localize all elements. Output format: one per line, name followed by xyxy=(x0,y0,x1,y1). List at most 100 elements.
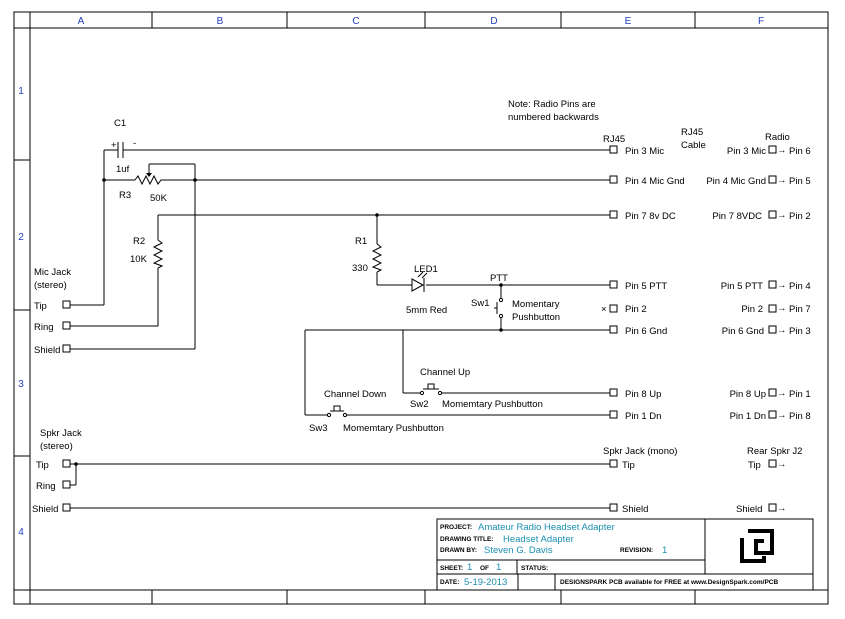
zone-row-3: 3 xyxy=(18,379,24,390)
spkr-jack-tip: Tip xyxy=(36,460,49,471)
mic-jack: Mic Jack (stereo) Tip Ring Shield xyxy=(34,267,71,356)
designspark-logo xyxy=(740,529,774,563)
rj45-pin1: Pin 1 Dn xyxy=(625,411,661,422)
radio-pin-for-6: Pin 3 xyxy=(789,326,811,337)
cable-pin4: Pin 4 Mic Gnd xyxy=(706,176,766,187)
rj45-pin6: Pin 6 Gnd xyxy=(625,326,667,337)
cable-pin8: Pin 8 Up xyxy=(730,389,766,400)
arrow-glyph: → xyxy=(777,145,787,156)
date-label: DATE: xyxy=(440,579,459,586)
spkr-mono-shield: Shield xyxy=(622,504,648,515)
spkr-jack-ring: Ring xyxy=(36,481,56,492)
c1-plus: + xyxy=(111,140,117,151)
arrow-glyph: → xyxy=(777,388,787,399)
cable-header-2: Cable xyxy=(681,140,706,151)
drawing-title-value: Headset Adapter xyxy=(503,534,574,545)
sw1-desc-line2: Pushbutton xyxy=(512,312,560,323)
spkr-jack-title-2: (stereo) xyxy=(40,441,73,452)
potentiometer-r3: R3 50K xyxy=(119,170,168,204)
pin2-nc-mark: × xyxy=(601,304,607,315)
cable-pin7: Pin 7 8VDC xyxy=(712,211,762,222)
rear-spkr-tip: Tip xyxy=(748,460,761,471)
radio-pin-for-1: Pin 8 xyxy=(789,411,811,422)
zone-col-f: F xyxy=(758,16,764,27)
notes: Note: Radio Pins are numbered backwards … xyxy=(508,99,790,151)
cable-pin3: Pin 3 Mic xyxy=(727,146,766,157)
r2-ref: R2 xyxy=(133,236,145,247)
arrow-glyph: → xyxy=(777,210,787,221)
c1-minus: - xyxy=(133,138,136,149)
sw3-desc: Momemtary Pushbutton xyxy=(343,423,444,434)
led1-ref: LED1 xyxy=(414,264,438,275)
zone-col-e: E xyxy=(625,16,632,27)
c1-value: 1uf xyxy=(116,164,130,175)
cable-pin2: Pin 2 xyxy=(741,304,763,315)
date-value: 5-19-2013 xyxy=(464,577,507,588)
project-value: Amateur Radio Headset Adapter xyxy=(478,522,615,533)
mic-jack-shield: Shield xyxy=(34,345,60,356)
junction-dots xyxy=(74,178,503,466)
capacitor-c1: C1 + - 1uf xyxy=(111,118,136,175)
rj45-pin2: Pin 2 xyxy=(625,304,647,315)
rj45-pin5: Pin 5 PTT xyxy=(625,281,667,292)
cable-pin1: Pin 1 Dn xyxy=(730,411,766,422)
note-line-1: Note: Radio Pins are xyxy=(508,99,596,110)
resistor-r1: R1 330 xyxy=(352,236,383,274)
arrow-glyph: → xyxy=(777,325,787,336)
sheet-value: 1 xyxy=(467,562,472,573)
spkr-mono-title: Spkr Jack (mono) xyxy=(603,446,677,457)
radio-pin-for-3: Pin 6 xyxy=(789,146,811,157)
cable-connector: Pin 3 Mic Pin 4 Mic Gnd Pin 7 8VDC Pin 5… xyxy=(706,145,810,422)
sw1-ref: Sw1 xyxy=(471,298,489,309)
zone-row-4: 4 xyxy=(18,527,24,538)
sw2-name: Channel Up xyxy=(420,367,470,378)
revision-value: 1 xyxy=(662,545,667,556)
r1-value: 330 xyxy=(352,263,368,274)
spkr-jack-shield: Shield xyxy=(32,504,58,515)
arrow-glyph: → xyxy=(777,280,787,291)
zone-col-c: C xyxy=(352,16,359,27)
r2-value: 10K xyxy=(130,254,148,265)
radio-pin-for-8: Pin 1 xyxy=(789,389,811,400)
rj45-header: RJ45 xyxy=(603,134,625,145)
switch-sw1: PTT Sw1 Momentary Pushbutton xyxy=(471,273,560,323)
cable-header-1: RJ45 xyxy=(681,127,703,138)
r3-value: 50K xyxy=(150,193,168,204)
spkr-mono-tip: Tip xyxy=(622,460,635,471)
of-label: OF xyxy=(480,565,489,572)
zone-labels: A B C D E F 1 2 3 4 xyxy=(18,16,764,538)
radio-header: Radio xyxy=(765,132,790,143)
sw2-ref: Sw2 xyxy=(410,399,428,410)
spkr-jack-title-1: Spkr Jack xyxy=(40,428,82,439)
spkr-mono-jack: Spkr Jack (mono) Tip Shield xyxy=(603,446,677,515)
rear-spkr-jack: Rear Spkr J2 Tip Shield → → xyxy=(736,446,802,515)
rear-spkr-title: Rear Spkr J2 xyxy=(747,446,802,457)
c1-ref: C1 xyxy=(114,118,126,129)
arrow-glyph: → xyxy=(777,175,787,186)
spkr-jack: Spkr Jack (stereo) Tip Ring Shield xyxy=(32,428,82,515)
arrow-glyph: → xyxy=(777,303,787,314)
of-value: 1 xyxy=(496,562,501,573)
zone-col-d: D xyxy=(490,16,497,27)
led1-value: 5mm Red xyxy=(406,305,447,316)
arrow-glyph: → xyxy=(777,410,787,421)
radio-pin-for-4: Pin 5 xyxy=(789,176,811,187)
project-label: PROJECT: xyxy=(440,524,472,531)
arrow-glyph: → xyxy=(777,459,787,470)
radio-pin-for-7: Pin 2 xyxy=(789,211,811,222)
title-block: PROJECT: Amateur Radio Headset Adapter D… xyxy=(436,518,814,591)
rj45-pin8: Pin 8 Up xyxy=(625,389,661,400)
footer-text: DESIGNSPARK PCB available for FREE at ww… xyxy=(560,579,778,586)
sw2-desc: Momemtary Pushbutton xyxy=(442,399,543,410)
rj45-pin4: Pin 4 Mic Gnd xyxy=(625,176,685,187)
r3-ref: R3 xyxy=(119,190,131,201)
resistor-r2: R2 10K xyxy=(130,236,164,269)
arrow-glyph: → xyxy=(777,503,787,514)
status-label: STATUS: xyxy=(521,565,548,572)
sheet-label: SHEET: xyxy=(440,565,463,572)
zone-col-b: B xyxy=(217,16,224,27)
mic-jack-title-1: Mic Jack xyxy=(34,267,71,278)
drawing-title-label: DRAWING TITLE: xyxy=(440,536,493,543)
mic-jack-tip: Tip xyxy=(34,301,47,312)
switch-sw2: Channel Up Sw2 Momemtary Pushbutton xyxy=(410,367,543,410)
